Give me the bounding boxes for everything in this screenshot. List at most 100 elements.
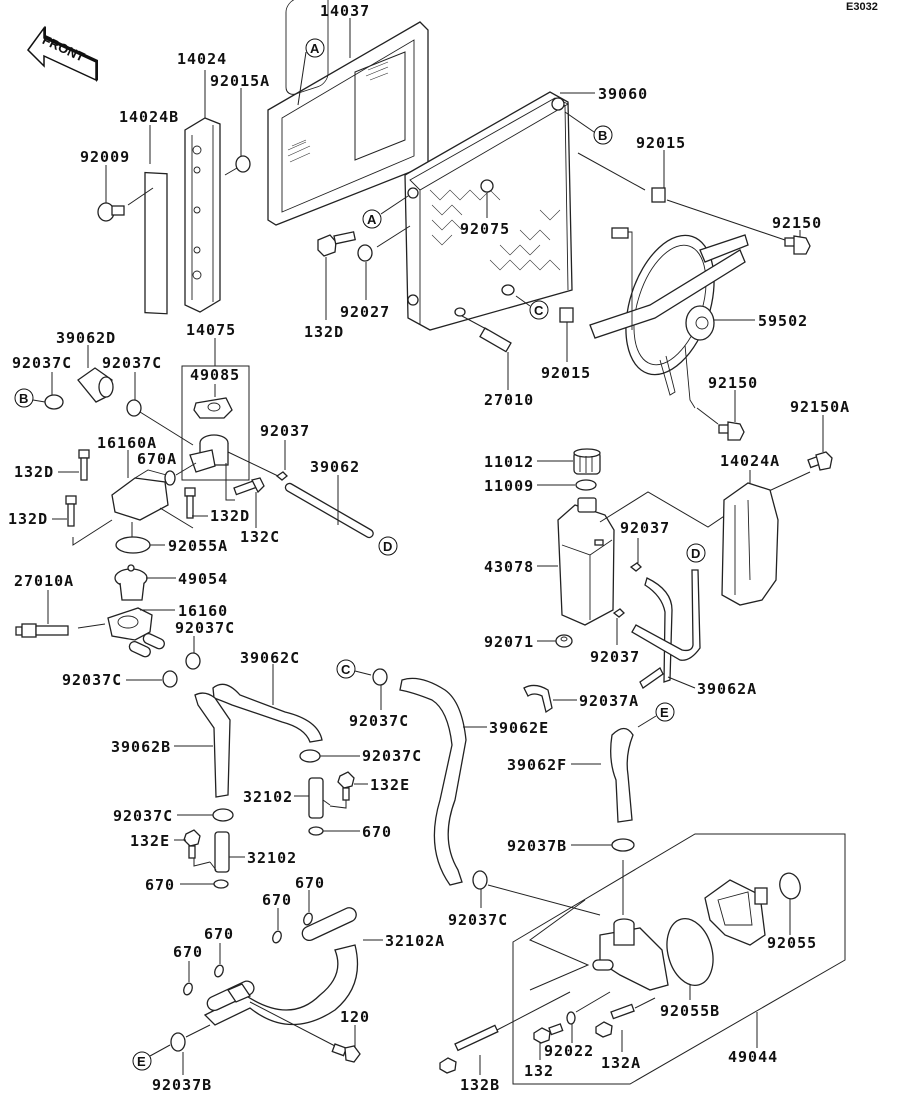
part-132-bolt[interactable] xyxy=(533,1023,564,1044)
label-49054[interactable]: 49054 xyxy=(178,570,228,588)
label-32102-1[interactable]: 32102 xyxy=(243,788,293,806)
part-132E-bolt-2[interactable] xyxy=(183,829,201,859)
part-92037B-clamp-2[interactable] xyxy=(170,1032,186,1052)
label-132D-2[interactable]: 132D xyxy=(8,510,48,528)
label-132D-3[interactable]: 132D xyxy=(210,507,250,525)
label-92022[interactable]: 92022 xyxy=(544,1042,594,1060)
label-92071[interactable]: 92071 xyxy=(484,633,534,651)
part-670-oring-2[interactable] xyxy=(213,879,229,889)
label-132[interactable]: 132 xyxy=(524,1062,554,1080)
part-39062B-hose[interactable] xyxy=(194,692,231,798)
label-92037B-1[interactable]: 92037B xyxy=(507,837,567,855)
label-92075[interactable]: 92075 xyxy=(460,220,510,238)
part-49085-radiator-cap[interactable] xyxy=(193,397,233,419)
label-670-5[interactable]: 670 xyxy=(204,925,234,943)
part-92022-washer[interactable] xyxy=(566,1011,576,1025)
label-670-2[interactable]: 670 xyxy=(145,876,175,894)
label-92150-upper[interactable]: 92150 xyxy=(772,214,822,232)
label-16160A[interactable]: 16160A xyxy=(97,434,157,452)
label-670-1[interactable]: 670 xyxy=(362,823,392,841)
part-92015-clip-upper[interactable] xyxy=(651,187,666,203)
part-11012-tank-cap[interactable] xyxy=(573,448,601,475)
label-92037C-2[interactable]: 92037C xyxy=(102,354,162,372)
part-59502-fan[interactable] xyxy=(589,224,749,409)
part-39062D-hose[interactable] xyxy=(77,367,114,403)
label-32102-2[interactable]: 32102 xyxy=(247,849,297,867)
label-92015-upper[interactable]: 92015 xyxy=(636,134,686,152)
part-92009-screw[interactable] xyxy=(97,202,125,222)
part-132D-bolt-top[interactable] xyxy=(317,231,356,257)
part-39062F-hose[interactable] xyxy=(610,727,634,823)
label-120[interactable]: 120 xyxy=(340,1008,370,1026)
label-132A[interactable]: 132A xyxy=(601,1054,641,1072)
label-132D-1[interactable]: 132D xyxy=(14,463,54,481)
part-92037C-clamp-5[interactable] xyxy=(372,668,388,686)
part-92071-grommet[interactable] xyxy=(555,634,573,648)
part-92037C-clamp-6[interactable] xyxy=(299,749,321,763)
label-11012[interactable]: 11012 xyxy=(484,453,534,471)
label-92037-3[interactable]: 92037 xyxy=(590,648,640,666)
part-92055-oring[interactable] xyxy=(777,871,803,901)
part-32102-fitting-1[interactable] xyxy=(308,777,331,819)
label-92037-2[interactable]: 92037 xyxy=(620,519,670,537)
part-92055A-oring[interactable] xyxy=(115,536,151,554)
label-92009[interactable]: 92009 xyxy=(80,148,130,166)
part-43078-reserve-tank[interactable] xyxy=(557,497,615,626)
label-670-4[interactable]: 670 xyxy=(262,891,292,909)
part-92037C-clamp-2[interactable] xyxy=(126,399,142,417)
part-39062E-hose[interactable] xyxy=(399,677,467,886)
label-132E-2[interactable]: 132E xyxy=(130,832,170,850)
label-92055B[interactable]: 92055B xyxy=(660,1002,720,1020)
part-92015A-grommet[interactable] xyxy=(235,155,251,173)
label-92055A[interactable]: 92055A xyxy=(168,537,228,555)
part-92037A-clip[interactable] xyxy=(523,684,553,714)
label-14075[interactable]: 14075 xyxy=(186,321,236,339)
label-39062[interactable]: 39062 xyxy=(310,458,360,476)
label-92037C-6[interactable]: 92037C xyxy=(362,747,422,765)
part-water-pump-cover[interactable] xyxy=(704,879,768,946)
label-49044[interactable]: 49044 xyxy=(728,1048,778,1066)
label-49085[interactable]: 49085 xyxy=(190,366,240,384)
part-92015-clip-lower[interactable] xyxy=(559,307,574,323)
part-11009-seal[interactable] xyxy=(575,479,597,491)
part-32102A-pipe[interactable] xyxy=(203,905,359,1026)
label-11009[interactable]: 11009 xyxy=(484,477,534,495)
part-670A-oring[interactable] xyxy=(164,470,176,486)
label-132D-top[interactable]: 132D xyxy=(304,323,344,341)
part-14037-screen[interactable] xyxy=(267,0,429,226)
part-92027-washer[interactable] xyxy=(357,244,373,262)
part-670-oring-1[interactable] xyxy=(308,826,324,836)
label-92037C-5[interactable]: 92037C xyxy=(349,712,409,730)
label-670A[interactable]: 670A xyxy=(137,450,177,468)
part-670-oring-6[interactable] xyxy=(182,982,194,996)
label-39062A[interactable]: 39062A xyxy=(697,680,757,698)
part-39060-radiator[interactable] xyxy=(404,91,573,331)
label-92037C-1[interactable]: 92037C xyxy=(12,354,72,372)
part-92150-bolt-lower[interactable] xyxy=(696,407,745,441)
part-14024-bracket[interactable] xyxy=(184,117,221,313)
part-49054-thermostat[interactable] xyxy=(114,564,148,601)
label-16160[interactable]: 16160 xyxy=(178,602,228,620)
part-14075-filler-neck[interactable] xyxy=(189,434,229,473)
label-39062F[interactable]: 39062F xyxy=(507,756,567,774)
part-92037-clip-3[interactable] xyxy=(612,608,625,618)
part-16160A-housing[interactable] xyxy=(111,469,171,521)
part-39062A-hose[interactable] xyxy=(631,569,701,689)
label-32102A[interactable]: 32102A xyxy=(385,932,445,950)
part-670-oring-4[interactable] xyxy=(271,930,283,944)
part-92150A-bolt[interactable] xyxy=(807,451,833,471)
label-670-6[interactable]: 670 xyxy=(173,943,203,961)
part-92037C-clamp-1[interactable] xyxy=(44,394,64,410)
label-14024B[interactable]: 14024B xyxy=(119,108,179,126)
label-132E-1[interactable]: 132E xyxy=(370,776,410,794)
part-92037-clip-2[interactable] xyxy=(629,562,642,572)
label-14024[interactable]: 14024 xyxy=(177,50,227,68)
label-92150-lower[interactable]: 92150 xyxy=(708,374,758,392)
part-132D-bolt-3[interactable] xyxy=(184,487,196,519)
label-670-3[interactable]: 670 xyxy=(295,874,325,892)
part-670-oring-5[interactable] xyxy=(213,964,225,978)
label-92037C-4[interactable]: 92037C xyxy=(62,671,122,689)
part-120-bolt[interactable] xyxy=(249,1001,361,1063)
part-132C-bolt[interactable] xyxy=(233,477,265,496)
part-132A-bolt[interactable] xyxy=(595,997,656,1038)
